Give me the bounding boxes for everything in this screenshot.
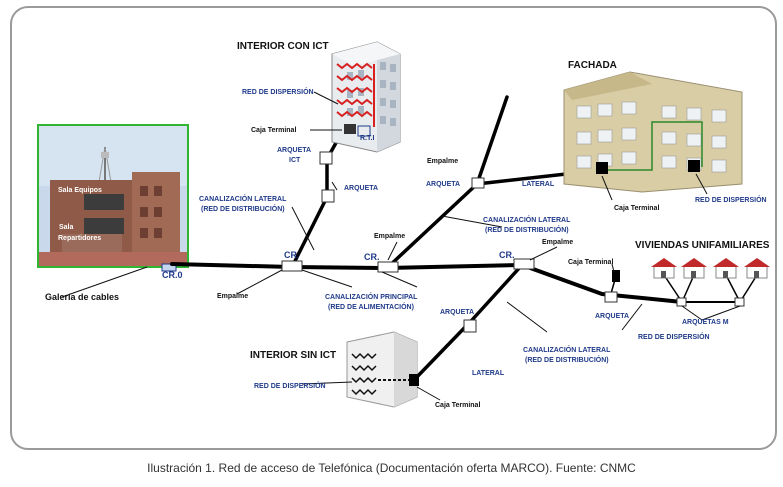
cr-mid-label: CR. — [364, 252, 380, 262]
cr0-chamber — [161, 263, 177, 272]
house-3 — [713, 258, 739, 279]
labels: INTERIOR CON ICT RED DE DISPERSIÓN Caja … — [45, 41, 770, 409]
caja-terminal-fachada-box-1 — [596, 162, 608, 174]
cr-mid-chamber — [377, 261, 399, 273]
red-dispersion-zigzag-low — [351, 352, 377, 396]
red-dispersion-fachada-label: RED DE DISPERSIÓN — [695, 195, 767, 204]
caja-terminal-viv-box — [612, 270, 620, 282]
interior-sin-ict-title: INTERIOR SIN ICT — [250, 350, 336, 361]
empalme-top-label: Empalme — [427, 158, 458, 165]
arqueta-viv-box — [604, 291, 618, 303]
network-diagram: Sala Equipos Sala Repartidores CR.0 — [37, 41, 770, 409]
arqueta-left-label: ARQUETA — [344, 185, 378, 192]
caja-terminal-low-box — [409, 374, 419, 386]
interior-con-ict-title: INTERIOR CON ICT — [237, 41, 329, 52]
lateral-ict-line — [290, 130, 344, 269]
red-dispersion-low-label: RED DE DISPERSIÓN — [254, 381, 326, 390]
empalme-right-label: Empalme — [542, 239, 573, 246]
cr-right-label: CR. — [499, 250, 515, 260]
red-distribucion-mid-label: (RED DE DISTRIBUCIÓN) — [485, 225, 569, 234]
cr-right-chamber — [513, 258, 535, 270]
diagram-frame: Sala Equipos Sala Repartidores CR.0 — [10, 6, 777, 450]
house-1 — [651, 258, 677, 279]
caja-terminal-fachada-label: Caja Terminal — [614, 205, 659, 212]
sala-equipos-label: Sala Equipos — [58, 187, 102, 194]
galeria-cables-label: Galería de cables — [45, 292, 119, 302]
arqueta-top-label: ARQUETA — [426, 181, 460, 188]
red-distribucion-left-label: (RED DE DISTRIBUCIÓN) — [201, 204, 285, 213]
arqueta-left-box — [321, 189, 335, 203]
pointer-lines — [61, 91, 741, 401]
red-distribucion-low-label: (RED DE DISTRIBUCIÓN) — [525, 355, 609, 364]
ict-label: ICT — [289, 157, 301, 164]
arqueta-viv-label: ARQUETA — [595, 313, 629, 320]
central-office: Sala Equipos Sala Repartidores CR.0 — [37, 124, 189, 280]
chambers — [281, 151, 745, 333]
arqueta-m-box-1 — [676, 297, 687, 307]
repartidores-label: Repartidores — [58, 235, 101, 242]
red-alimentacion-label: (RED DE ALIMENTACIÓN) — [328, 302, 414, 311]
viviendas-title: VIVIENDAS UNIFAMILIARES — [635, 240, 770, 251]
red-dispersion-top-label: RED DE DISPERSIÓN — [242, 87, 314, 96]
caja-terminal-fachada-box-2 — [688, 160, 700, 172]
building-con-ict — [331, 41, 401, 153]
red-dispersion-viv-label: RED DE DISPERSIÓN — [638, 332, 710, 341]
arqueta-ict-label: ARQUETA — [277, 147, 311, 154]
rti-box — [344, 124, 356, 134]
canalizacion-lateral-mid-label: CANALIZACIÓN LATERAL — [483, 215, 571, 224]
canalizacion-lateral-low-label: CANALIZACIÓN LATERAL — [523, 345, 611, 354]
house-2 — [681, 258, 707, 279]
arqueta-low-label: ARQUETA — [440, 309, 474, 316]
arqueta-low-box — [463, 319, 477, 333]
house-4 — [744, 258, 770, 279]
rti-label: R.T.I — [360, 135, 374, 142]
sala-label: Sala — [59, 224, 74, 231]
lateral-low-label: LATERAL — [472, 370, 505, 377]
canalizacion-lateral-left-label: CANALIZACIÓN LATERAL — [199, 194, 287, 203]
antenna-tower — [98, 146, 112, 183]
caja-terminal-low-label: Caja Terminal — [435, 402, 480, 409]
arqueta-top-box — [471, 177, 485, 189]
arquetas-m-label: ARQUETAS M — [682, 319, 729, 326]
empalme-left-label: Empalme — [217, 293, 248, 300]
cr0-label: CR.0 — [162, 270, 183, 280]
canalizacion-principal-label: CANALIZACIÓN PRINCIPAL — [325, 292, 418, 301]
building-fachada — [563, 71, 743, 193]
building-sin-ict — [346, 331, 419, 408]
arqueta-ict-box — [319, 151, 333, 165]
arqueta-m-box-2 — [734, 297, 745, 307]
red-dispersion-zigzag-top — [336, 62, 375, 127]
lateral-top-label: LATERAL — [522, 181, 555, 188]
empalme-mid-label: Empalme — [374, 233, 405, 240]
caja-terminal-top-label: Caja Terminal — [251, 127, 296, 134]
houses — [612, 258, 770, 282]
fachada-title: FACHADA — [568, 60, 617, 71]
cr-left-chamber — [281, 260, 303, 272]
cr-left-label: CR. — [284, 250, 300, 260]
figure-caption: Ilustración 1. Red de acceso de Telefóni… — [147, 461, 636, 475]
caja-terminal-viv-label: Caja Terminal — [568, 259, 613, 266]
